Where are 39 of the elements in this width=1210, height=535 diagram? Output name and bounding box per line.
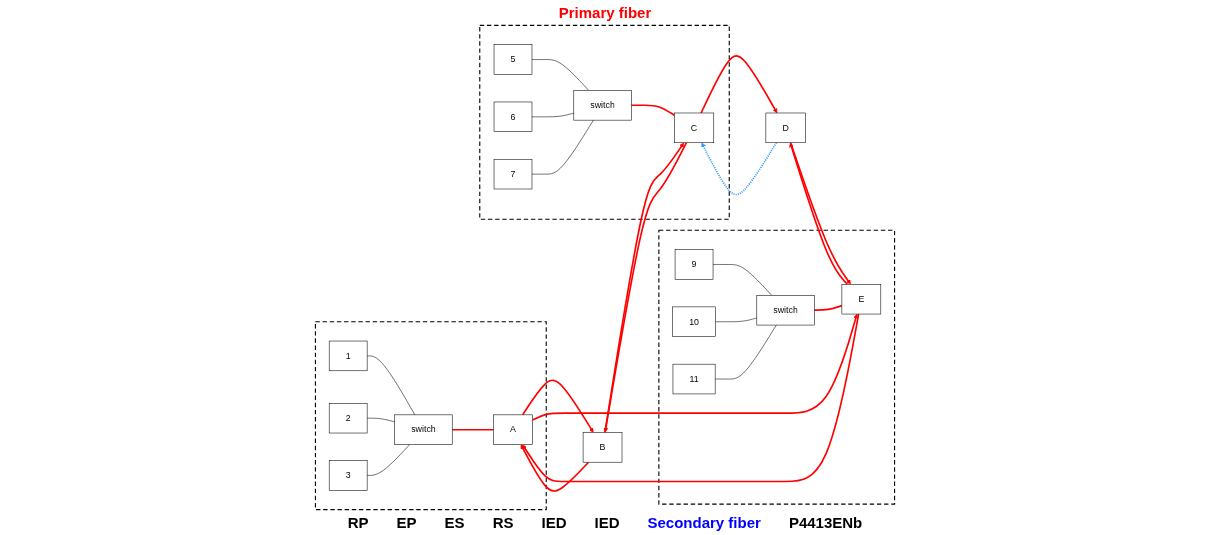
arrow	[522, 313, 860, 483]
node-box: switch	[573, 90, 632, 121]
port-label: EP	[396, 514, 417, 531]
connector	[813, 304, 843, 311]
fiber-label: Secondary fiber	[647, 514, 761, 531]
arrow	[520, 444, 590, 492]
node-box: switch	[394, 414, 453, 445]
port-label: RS	[492, 514, 514, 531]
node-box: 1	[328, 340, 368, 372]
node-box: 9	[674, 249, 714, 280]
node-box: 6	[493, 101, 533, 132]
node-box: D	[765, 112, 806, 143]
arrow	[700, 55, 778, 114]
port-label: RP	[347, 514, 369, 531]
node-box: B	[582, 432, 623, 463]
node-box: switch	[756, 295, 815, 326]
cluster	[314, 321, 547, 511]
connector	[630, 104, 676, 117]
connector	[712, 264, 772, 296]
arrow	[701, 141, 778, 196]
device-label: IED	[594, 514, 620, 531]
node-box: 3	[328, 460, 368, 491]
node-box: C	[674, 112, 715, 143]
device-label: IED	[541, 514, 567, 531]
arrow	[521, 379, 594, 433]
node-box: A	[493, 414, 533, 445]
node-box: 5	[493, 44, 533, 75]
node-box: 10	[672, 306, 716, 337]
fiber-label: Primary fiber	[558, 4, 652, 21]
connector	[451, 428, 495, 431]
node-box: 11	[672, 363, 716, 395]
node-box: E	[841, 284, 882, 315]
cluster	[479, 24, 730, 220]
node-box: 2	[328, 403, 368, 434]
figure-code: P4413ENb	[788, 514, 863, 531]
arrow	[531, 313, 859, 421]
cluster	[658, 229, 896, 505]
port-label: ES	[444, 514, 465, 531]
node-box: 7	[493, 159, 533, 190]
